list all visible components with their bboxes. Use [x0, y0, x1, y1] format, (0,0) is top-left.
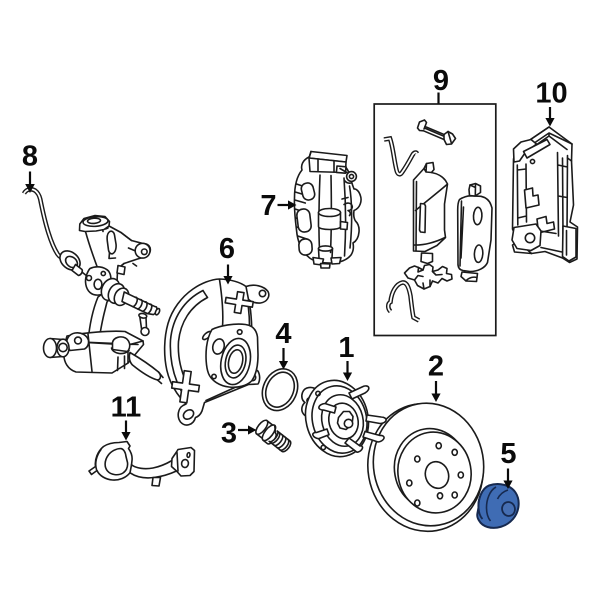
svg-text:6: 6	[219, 233, 235, 265]
svg-text:8: 8	[22, 141, 38, 173]
svg-text:9: 9	[433, 65, 449, 97]
svg-text:3: 3	[221, 418, 237, 450]
svg-text:7: 7	[260, 190, 276, 222]
svg-text:10: 10	[535, 78, 567, 110]
svg-text:11: 11	[111, 392, 142, 424]
svg-text:1: 1	[338, 332, 354, 364]
svg-text:4: 4	[275, 318, 291, 350]
svg-text:2: 2	[428, 351, 444, 383]
svg-text:5: 5	[500, 438, 516, 470]
